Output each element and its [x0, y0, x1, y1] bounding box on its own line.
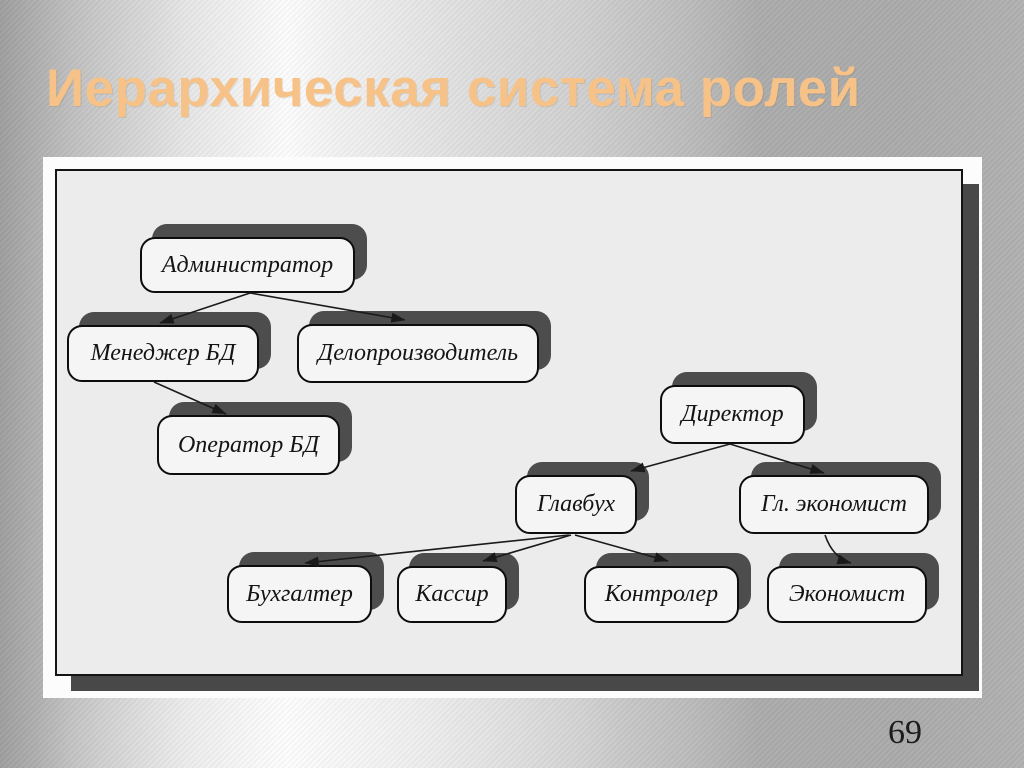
role-node-controller: Контролер	[584, 566, 739, 623]
edge-chief-accountant-to-accountant	[304, 534, 570, 567]
role-node-administrator: Администратор	[140, 237, 355, 293]
slide-title: Иерархическая система ролей	[46, 59, 861, 118]
role-node-label: Главбух	[537, 491, 615, 517]
role-node-accountant: Бухгалтер	[227, 565, 372, 623]
edge-chief-accountant-to-cashier	[482, 534, 572, 562]
role-node-chief-accountant: Главбух	[515, 475, 637, 534]
edge-chief-economist-to-economist	[824, 534, 852, 565]
role-node-label: Экономист	[788, 581, 906, 607]
edge-administrator-to-db-manager	[159, 292, 251, 324]
role-node-label: Кассир	[415, 581, 489, 607]
role-node-label: Директор	[681, 401, 784, 427]
edge-director-to-chief-economist	[729, 443, 825, 474]
role-node-cashier: Кассир	[397, 566, 507, 623]
role-node-db-operator: Оператор БД	[157, 415, 340, 475]
page-number: 69	[888, 714, 922, 751]
role-node-label: Менеджер БД	[90, 340, 236, 366]
edge-administrator-to-clerk	[249, 292, 406, 323]
role-node-label: Администратор	[161, 251, 334, 278]
role-node-director: Директор	[660, 385, 805, 444]
role-node-chief-economist: Гл. экономист	[739, 475, 929, 534]
role-node-economist: Экономист	[767, 566, 927, 623]
edge-chief-accountant-to-controller	[574, 534, 669, 563]
role-node-label: Контролер	[604, 581, 719, 607]
edge-db-manager-to-db-operator	[153, 381, 227, 415]
role-node-db-manager: Менеджер БД	[67, 325, 259, 382]
role-node-label: Гл. экономист	[760, 491, 908, 517]
edge-director-to-chief-accountant	[630, 443, 731, 473]
role-node-label: Бухгалтер	[246, 580, 353, 607]
role-node-label: Оператор БД	[177, 431, 320, 458]
role-node-label: Делопроизводитель	[317, 340, 519, 366]
role-node-clerk: Делопроизводитель	[297, 324, 539, 383]
